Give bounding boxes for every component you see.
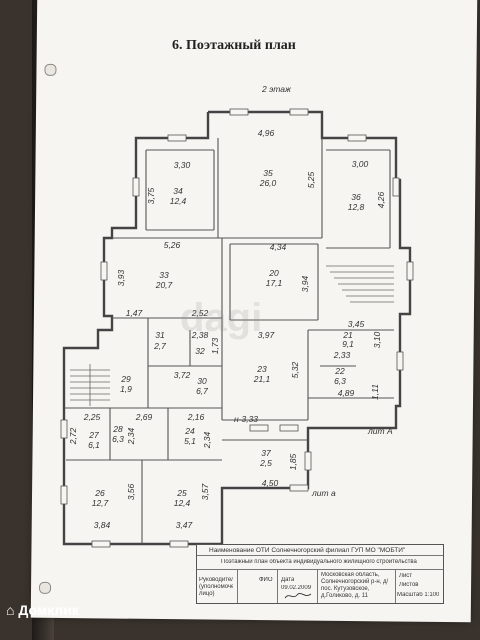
room-area: 1,9: [120, 384, 132, 394]
room-number: 24: [184, 426, 195, 436]
room-area: 20,7: [155, 280, 173, 290]
page-title: 6. Поэтажный план: [172, 38, 296, 53]
room-number: 23: [256, 364, 267, 374]
dimension: 2,33: [333, 350, 351, 360]
dimension-labels: 4,96 3,30 3,75 5,25 3,00 4,26 5,26 4,34 …: [68, 128, 386, 530]
liter-label: лит а: [311, 488, 336, 498]
room-number: 28: [112, 424, 123, 434]
room-number: 33: [159, 270, 169, 280]
dimension: 3,30: [174, 160, 191, 170]
room-area: 2,38: [191, 330, 209, 340]
room-area: 5,1: [184, 436, 196, 446]
room-number: 22: [334, 366, 345, 376]
dimension: 3,57: [200, 483, 210, 500]
dimension: 1,73: [210, 337, 220, 354]
dimension: 3,72: [174, 370, 191, 380]
dimension: 2,34: [126, 427, 136, 445]
room-area: 12,8: [348, 202, 365, 212]
room-area: 6,3: [112, 434, 124, 444]
watermark-center: dagi: [180, 296, 263, 340]
stamp-scale: Масштаб 1:100: [397, 592, 440, 598]
dimension: 3,10: [372, 331, 382, 348]
room-area: 2,7: [153, 341, 166, 351]
room-area: 12,4: [170, 196, 187, 206]
dimension: 4,34: [270, 242, 287, 252]
stamp-sheet: Лист: [399, 573, 413, 579]
room-labels: 34 12,4 35 26,0 36 12,8 33 20,7 20 17,1 …: [88, 168, 364, 508]
dimension: 4,50: [262, 478, 279, 488]
dimension: 2,16: [187, 412, 205, 422]
stamp-plan-title: Поэтажный план объекта индивидуального ж…: [221, 559, 417, 565]
dimension: 2,72: [68, 427, 78, 445]
stamp-address: Московская область, Солнечногорский р-н,…: [321, 572, 389, 599]
stamp-head: Руководитель (уполномоченное лицо): [199, 577, 233, 597]
dimension: 5,32: [290, 361, 300, 378]
dimension: 3,47: [176, 520, 193, 530]
dimension: 2,52: [191, 308, 209, 318]
room-area: 21,1: [253, 374, 271, 384]
dimension: 3,84: [94, 520, 111, 530]
room-area: 6,1: [88, 440, 100, 450]
room-number: 21: [342, 330, 353, 340]
stamp-org: Наименование ОТИ Солнечногорский филиал …: [209, 547, 406, 554]
dimension: 3,00: [352, 159, 369, 169]
room-number: 20: [268, 268, 279, 278]
room-area: 6,3: [334, 376, 346, 386]
dimension: 2,69: [135, 412, 153, 422]
floor-label: 2 этаж: [261, 84, 292, 94]
room-area: 2,5: [259, 458, 272, 468]
domklik-logo-icon: ⌂: [6, 602, 19, 618]
room-number: 37: [261, 448, 271, 458]
liter-label: лит А: [367, 426, 393, 436]
dimension: 2,34: [202, 431, 212, 449]
room-number: 30: [197, 376, 207, 386]
room-area: 6,7: [196, 386, 208, 396]
dimension: 1,85: [288, 453, 298, 470]
stamp-date: 09.02.2009: [281, 585, 312, 591]
dimension: 3,56: [126, 483, 136, 500]
dimension: 4,96: [258, 128, 275, 138]
room-area: 12,4: [174, 498, 191, 508]
dimension: 3,93: [116, 269, 126, 286]
dimension: 3,45: [348, 319, 365, 329]
room-number: 36: [351, 192, 361, 202]
dimension: 3,94: [300, 275, 310, 292]
dimension: 1,47: [126, 308, 143, 318]
stamp-date-label: Дата: [281, 577, 295, 583]
dimension: 1,11: [370, 384, 380, 400]
room-number: 34: [173, 186, 183, 196]
stamp-sheets: Листов: [399, 582, 419, 588]
dimension: 3,75: [146, 187, 156, 204]
room-area: 9,1: [342, 339, 354, 349]
dimension: 2,25: [83, 412, 101, 422]
dimension: 4,89: [338, 388, 355, 398]
room-area: 12,7: [92, 498, 109, 508]
room-number: 31: [155, 330, 165, 340]
signature: [284, 592, 312, 599]
domklik-watermark: ⌂ Домклик: [6, 602, 79, 618]
title-block: Наименование ОТИ Солнечногорский филиал …: [196, 544, 444, 604]
dimension: 5,26: [164, 240, 181, 250]
room-number: 32: [195, 346, 205, 356]
room-number: 26: [94, 488, 105, 498]
dimension: 3,97: [258, 330, 275, 340]
room-number: 25: [176, 488, 187, 498]
stamp-fio: ФИО: [259, 577, 273, 583]
dimension: 4,26: [376, 191, 386, 208]
room-number: 29: [120, 374, 131, 384]
room-number: 35: [263, 168, 273, 178]
dimension: 5,25: [306, 171, 316, 188]
room-area: 26,0: [259, 178, 277, 188]
room-number: 27: [88, 430, 99, 440]
room-area: 17,1: [266, 278, 283, 288]
dimension: н-3,33: [234, 414, 258, 424]
